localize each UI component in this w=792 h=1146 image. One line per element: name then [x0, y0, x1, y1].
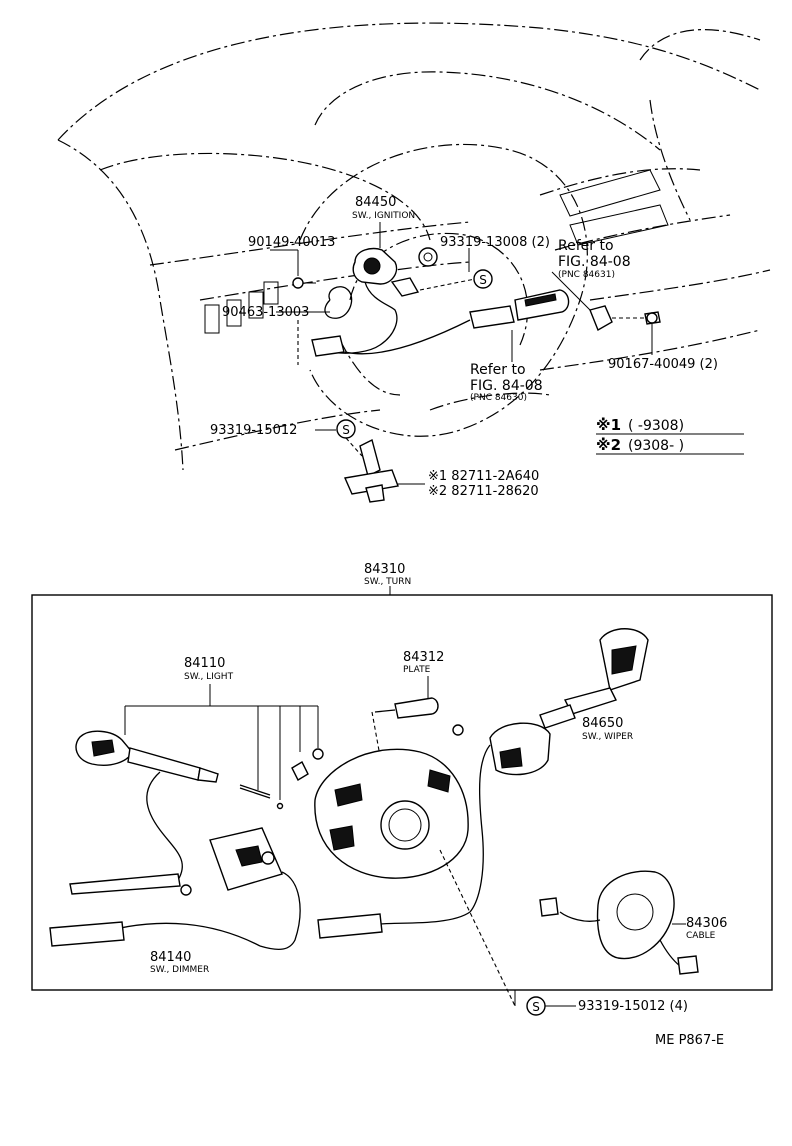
light-leaders — [124, 684, 319, 800]
combination-switch-connector — [469, 289, 661, 332]
wiper-part-number: 84650 — [582, 716, 623, 731]
screw-s-left-label: 93319-15012 — [210, 423, 297, 438]
turn-part-name: SW., TURN — [364, 577, 411, 587]
note1-mark: ※1 — [596, 416, 621, 434]
s-mark-icon: S — [526, 996, 546, 1016]
screw-left-label: 90149-40013 — [248, 235, 335, 250]
refer-a-pnc: (PNC 84631) — [558, 270, 615, 280]
turn-switch-frame — [31, 594, 773, 991]
svg-text:S: S — [532, 1000, 540, 1014]
refer-a-line1: Refer to — [558, 238, 614, 254]
svg-text:S: S — [342, 423, 350, 437]
note2-mark: ※2 — [596, 436, 621, 454]
note1-range: ( -9308) — [628, 418, 684, 434]
note2-range: (9308- ) — [628, 438, 684, 454]
light-part-number: 84110 — [184, 656, 225, 671]
light-part-name: SW., LIGHT — [184, 672, 234, 682]
s-mark-icon: S — [336, 419, 356, 439]
dimmer-part-name: SW., DIMMER — [150, 965, 209, 975]
cable-part-number: 84306 — [686, 916, 727, 931]
bracket-1-label: ※1 82711-2A640 — [428, 469, 539, 484]
instrument-panel-outline — [57, 22, 771, 471]
ignition-part-number: 84450 — [355, 195, 396, 210]
ignition-part-name: SW., IGNITION — [352, 211, 415, 221]
svg-text:S: S — [479, 273, 487, 287]
notes-legend: ※1 ( -9308) ※2 (9308- ) — [596, 416, 744, 455]
wiper-switch — [317, 628, 649, 939]
refer-b-line1: Refer to — [470, 362, 526, 378]
bracket-part — [343, 437, 399, 503]
spiral-cable — [539, 870, 699, 975]
refer-a-line2: FIG. 84-08 — [558, 254, 631, 270]
bolt-right-label: 90167-40049 (2) — [608, 357, 718, 372]
top-fasteners — [292, 277, 658, 324]
cable-part-name: CABLE — [686, 931, 716, 941]
wiper-part-name: SW., WIPER — [582, 732, 633, 742]
clamp-label: 90463-13003 — [222, 305, 309, 320]
turn-switch-body — [314, 724, 469, 879]
refer-b-line2: FIG. 84-08 — [470, 378, 543, 394]
ignition-switch — [311, 247, 471, 357]
top-leaders — [270, 222, 653, 485]
plate-part-number: 84312 — [403, 650, 444, 665]
s-mark-icon: S — [473, 269, 493, 289]
light-switch-lever — [69, 730, 324, 895]
bottom-screw-leader — [439, 849, 516, 1007]
refer-b-pnc: (PNC 84630) — [470, 393, 527, 403]
dimmer-switch — [49, 827, 301, 951]
screw-s-bottom-label: 93319-15012 (4) — [578, 999, 688, 1014]
turn-part-number: 84310 — [364, 562, 405, 577]
dimmer-part-number: 84140 — [150, 950, 191, 965]
plate-part-name: PLATE — [403, 665, 431, 675]
bracket-2-label: ※2 82711-28620 — [428, 484, 539, 499]
diagram-code: ME P867-E — [655, 1033, 724, 1048]
screw-s-top-label: 93319-13008 (2) — [440, 235, 550, 250]
